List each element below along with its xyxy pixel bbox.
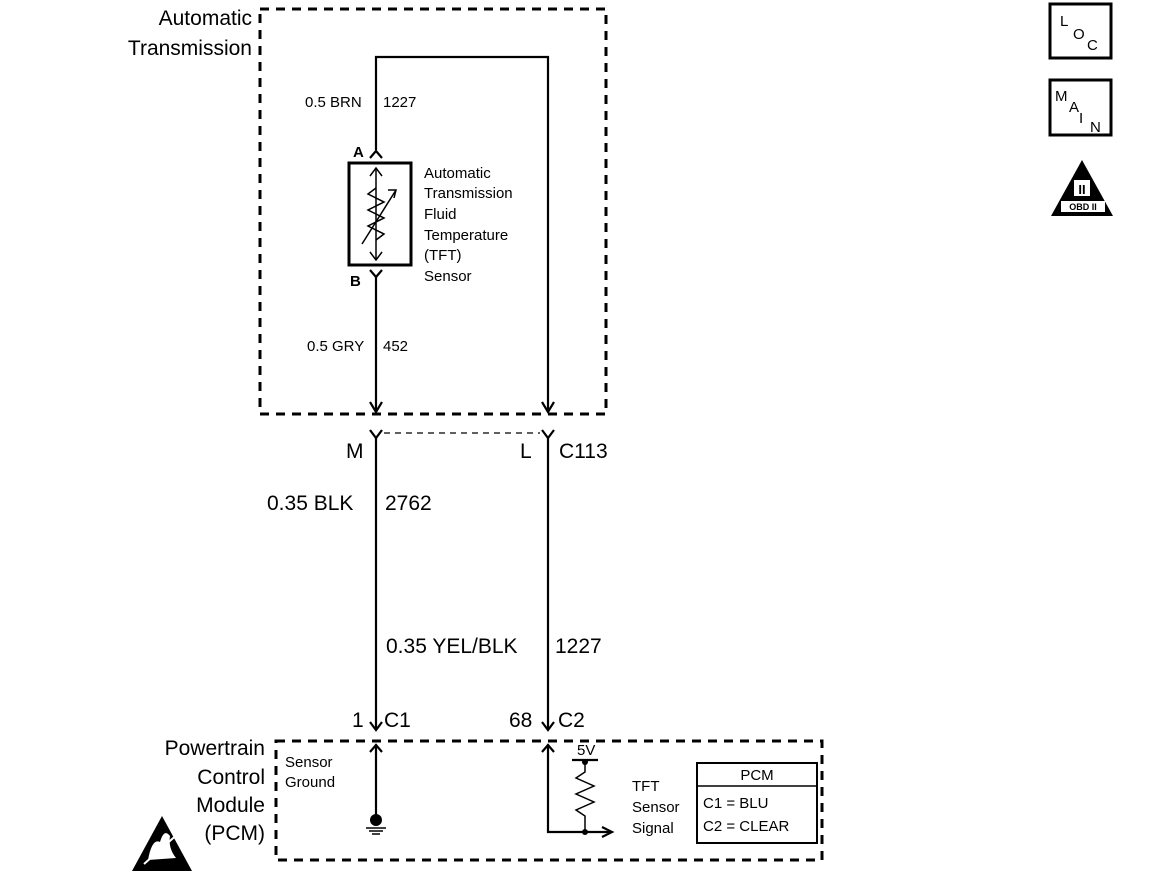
pcm-pin1-number: 1 bbox=[352, 709, 364, 732]
connector-arrow-l-top bbox=[541, 401, 555, 415]
pcm-pin1-connector: C1 bbox=[384, 709, 411, 732]
wire-gry-label: 0.5 GRY bbox=[307, 338, 364, 355]
wire-gry-circuit: 452 bbox=[383, 338, 408, 355]
signal-wire bbox=[546, 745, 610, 834]
pcm-pin68-number: 68 bbox=[509, 709, 532, 732]
svg-text:TFT: TFT bbox=[632, 778, 660, 795]
wire-blk-label: 0.35 BLK bbox=[267, 492, 353, 515]
svg-text:II: II bbox=[1078, 182, 1085, 197]
connector-pin-m: M bbox=[346, 440, 364, 463]
wire-yelblk-circuit: 1227 bbox=[555, 635, 602, 658]
wire-brn-circuit: 1227 bbox=[383, 94, 416, 111]
sensor-ground-line1: Sensor bbox=[285, 754, 333, 771]
transmission-title-line2: Transmission bbox=[128, 37, 252, 60]
connector-l-terminal bbox=[541, 429, 555, 440]
svg-text:(PCM): (PCM) bbox=[204, 822, 265, 845]
esd-warning-icon bbox=[132, 816, 192, 871]
pullup-resistor bbox=[574, 759, 596, 835]
pcm-pin68-terminal bbox=[541, 721, 555, 732]
wire-brn-label: 0.5 BRN bbox=[305, 94, 362, 111]
wire-blk-circuit: 2762 bbox=[385, 492, 432, 515]
tft-sensor-component bbox=[347, 161, 413, 267]
svg-text:A: A bbox=[1069, 99, 1079, 116]
tft-signal-label: TFT Sensor Signal bbox=[632, 778, 680, 837]
svg-text:Automatic: Automatic bbox=[424, 165, 491, 182]
svg-text:Control: Control bbox=[197, 766, 265, 789]
wire-yelblk-label: 0.35 YEL/BLK bbox=[386, 635, 518, 658]
svg-text:(TFT): (TFT) bbox=[424, 247, 461, 264]
main-icon[interactable]: M A I N bbox=[1048, 78, 1113, 137]
transmission-boundary bbox=[258, 7, 608, 416]
connector-pin-l: L bbox=[520, 440, 532, 463]
sensor-pin-a: A bbox=[353, 144, 364, 161]
pin-a-terminal bbox=[369, 149, 383, 159]
svg-text:M: M bbox=[1055, 88, 1068, 105]
svg-text:C: C bbox=[1087, 37, 1098, 54]
pcm-title: Powertrain Control Module (PCM) bbox=[165, 737, 265, 845]
sensor-pin-b: B bbox=[350, 273, 361, 290]
tft-sensor-label: Automatic Transmission Fluid Temperature… bbox=[424, 165, 513, 285]
location-icon[interactable]: L O C bbox=[1048, 2, 1113, 60]
pcm-boundary bbox=[274, 739, 824, 862]
connector-arrow-m-top bbox=[369, 401, 383, 415]
svg-text:O: O bbox=[1073, 26, 1085, 43]
svg-text:Sensor: Sensor bbox=[424, 268, 472, 285]
svg-text:OBD II: OBD II bbox=[1069, 202, 1097, 212]
pcm-pin68-connector: C2 bbox=[558, 709, 585, 732]
legend-header: PCM bbox=[740, 767, 773, 784]
ground-icon bbox=[366, 814, 386, 835]
svg-text:Fluid: Fluid bbox=[424, 206, 457, 223]
sensor-ground-line2: Ground bbox=[285, 774, 335, 791]
svg-text:I: I bbox=[1079, 110, 1083, 127]
connector-m-terminal bbox=[369, 429, 383, 440]
connector-name: C113 bbox=[559, 440, 608, 463]
pcm-pin1-terminal bbox=[369, 721, 383, 732]
transmission-title-line1: Automatic bbox=[159, 7, 252, 30]
svg-text:Signal: Signal bbox=[632, 820, 674, 837]
legend-row-c2: C2 = CLEAR bbox=[703, 818, 789, 835]
obd-ii-icon[interactable]: II OBD II bbox=[1051, 160, 1113, 216]
svg-text:Powertrain: Powertrain bbox=[165, 737, 265, 760]
svg-text:Temperature: Temperature bbox=[424, 227, 508, 244]
svg-text:Sensor: Sensor bbox=[632, 799, 680, 816]
legend-row-c1: C1 = BLU bbox=[703, 795, 768, 812]
wire-brn-1227-internal bbox=[374, 55, 550, 410]
svg-text:L: L bbox=[1060, 13, 1068, 30]
supply-voltage: 5V bbox=[577, 742, 595, 759]
signal-arrow bbox=[601, 826, 615, 838]
svg-text:Module: Module bbox=[196, 794, 265, 817]
svg-text:N: N bbox=[1090, 119, 1101, 136]
pcm-connector-legend: PCM C1 = BLU C2 = CLEAR bbox=[696, 762, 818, 844]
pin-b-terminal bbox=[369, 269, 383, 279]
svg-text:Transmission: Transmission bbox=[424, 185, 513, 202]
